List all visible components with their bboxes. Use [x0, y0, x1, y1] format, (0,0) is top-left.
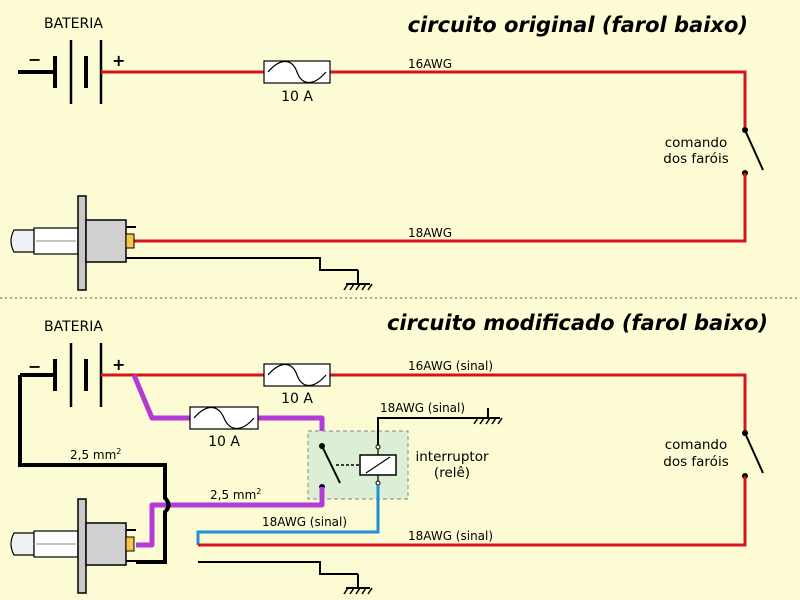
fuse-original: 10 A — [263, 60, 331, 105]
original-circuit-title: circuito original (farol baixo) — [408, 13, 748, 37]
wire-signal-to-relay — [196, 485, 380, 545]
switch-label-line1: comando — [665, 437, 728, 453]
fuse-power: 10 A — [189, 406, 259, 450]
switch-label-line1: comando — [665, 135, 728, 151]
ground-wire-modified — [198, 561, 358, 575]
ground-symbol — [343, 573, 373, 595]
relay-label-line1: interruptor — [416, 449, 489, 465]
modified-circuit-title: circuito modificado (farol baixo) — [387, 311, 768, 335]
battery-plus-sign: + — [112, 51, 125, 70]
headlight-lamp-modified — [10, 498, 137, 594]
wire-power-to-fuse — [131, 374, 190, 421]
switch-label-line2: dos faróis — [663, 151, 728, 167]
ground-symbol — [343, 269, 373, 291]
wire-relay-to-lamp — [136, 487, 325, 548]
battery-modified: BATERIA − + — [20, 319, 125, 407]
wire-relay-lamp-label: 2,5 mm2 — [210, 487, 261, 502]
wire-16awg-signal-label: 16AWG (sinal) — [408, 359, 493, 373]
wire-ground-label: 2,5 mm2 — [70, 447, 121, 462]
wire-16awg-label: 16AWG — [408, 57, 452, 71]
ground-symbol-relay — [473, 408, 503, 425]
fuse-signal: 10 A — [263, 363, 331, 407]
battery-minus-sign: − — [28, 357, 41, 376]
ground-wire-original — [128, 257, 358, 271]
wire-18awg-label: 18AWG — [408, 226, 452, 240]
wire-signal-relay-label: 18AWG (sinal) — [262, 515, 347, 529]
relay — [307, 430, 409, 500]
original-circuit: circuito original (farol baixo) BATERIA … — [10, 13, 764, 291]
battery-minus-sign: − — [28, 50, 41, 69]
wire-18awg-signal-lamp — [198, 476, 747, 547]
battery-label: BATERIA — [44, 319, 103, 335]
switch-label-line2: dos faróis — [663, 454, 728, 470]
headlight-switch-original: comando dos faróis — [663, 127, 764, 176]
modified-circuit: circuito modificado (farol baixo) BATERI… — [10, 311, 768, 595]
wire-16awg-signal — [330, 373, 747, 433]
headlight-switch-modified: comando dos faróis — [663, 430, 764, 479]
battery-original: BATERIA − + — [18, 16, 125, 104]
headlight-lamp-original — [10, 195, 137, 291]
battery-plus-sign: + — [112, 355, 125, 374]
wire-16awg — [330, 70, 747, 130]
wire-18awg — [134, 173, 747, 243]
fuse-power-label: 10 A — [208, 434, 240, 450]
fuse-signal-label: 10 A — [281, 391, 313, 407]
wire-relay-coil-ground — [377, 417, 488, 445]
battery-label: BATERIA — [44, 16, 103, 32]
wire-relay-ground-label: 18AWG (sinal) — [380, 401, 465, 415]
relay-label-line2: (relê) — [434, 465, 470, 481]
wire-ground-2-5mm — [18, 375, 171, 564]
wire-18awg-signal-lamp-label: 18AWG (sinal) — [408, 529, 493, 543]
fuse-label: 10 A — [281, 89, 313, 105]
